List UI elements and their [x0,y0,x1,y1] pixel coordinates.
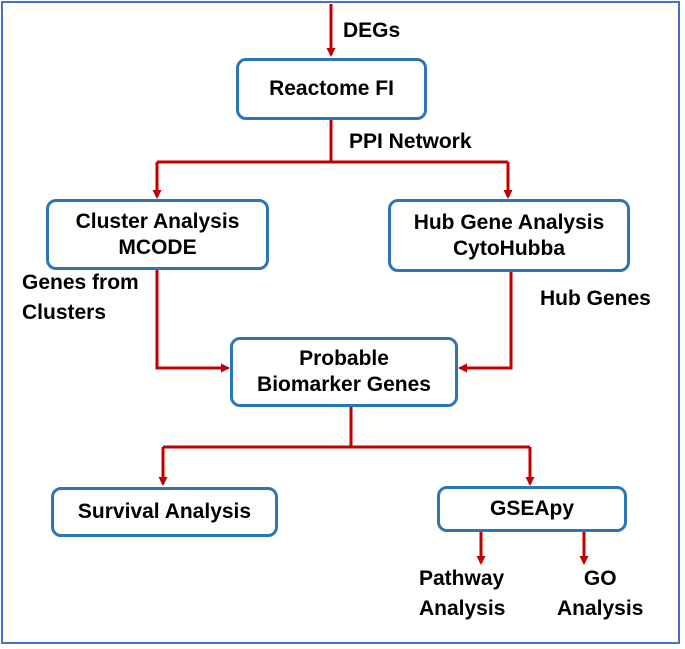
hub-gene-analysis-label: Hub Gene Analysis [413,210,605,234]
probable-label: Probable [299,347,389,371]
gseapy-label: GSEApy [489,497,575,521]
biomarker-genes-label: Biomarker Genes [257,373,431,396]
survival-analysis-label: Survival Analysis [77,500,252,524]
mcode-label: MCODE [118,235,197,259]
reactome-fi-label: Reactome FI [269,77,394,101]
go-analysis-label: GO Analysis [557,564,643,625]
go-text: GO [583,567,617,590]
arrow-cluster-to-biomarker [155,269,230,373]
pathway-analysis-label: Pathway Analysis [419,564,505,625]
cluster-analysis-box: Cluster Analysis MCODE [46,199,269,270]
clusters-text: Clusters [22,301,107,325]
hub-genes-label: Hub Genes [540,287,651,310]
survival-analysis-box: Survival Analysis [51,487,278,537]
pathway-text: Pathway [419,567,505,590]
degs-label: DEGs [343,19,401,42]
cluster-analysis-label: Cluster Analysis [75,209,240,233]
gseapy-box: GSEApy [437,486,627,532]
hub-gene-analysis-box: Hub Gene Analysis CytoHubba [388,199,630,272]
reactome-fi-box: Reactome FI [236,58,427,120]
genes-from-text: Genes from [22,271,139,294]
genes-from-clusters-label: Genes from Clusters [22,268,139,329]
ppi-network-label: PPI Network [349,130,472,153]
pathway-analysis-text: Analysis [419,597,506,621]
biomarker-genes-box: Probable Biomarker Genes [230,337,458,407]
go-analysis-text: Analysis [557,597,644,621]
cytohubba-label: CytoHubba [453,236,565,260]
arrow-hub-to-biomarker [458,271,513,373]
